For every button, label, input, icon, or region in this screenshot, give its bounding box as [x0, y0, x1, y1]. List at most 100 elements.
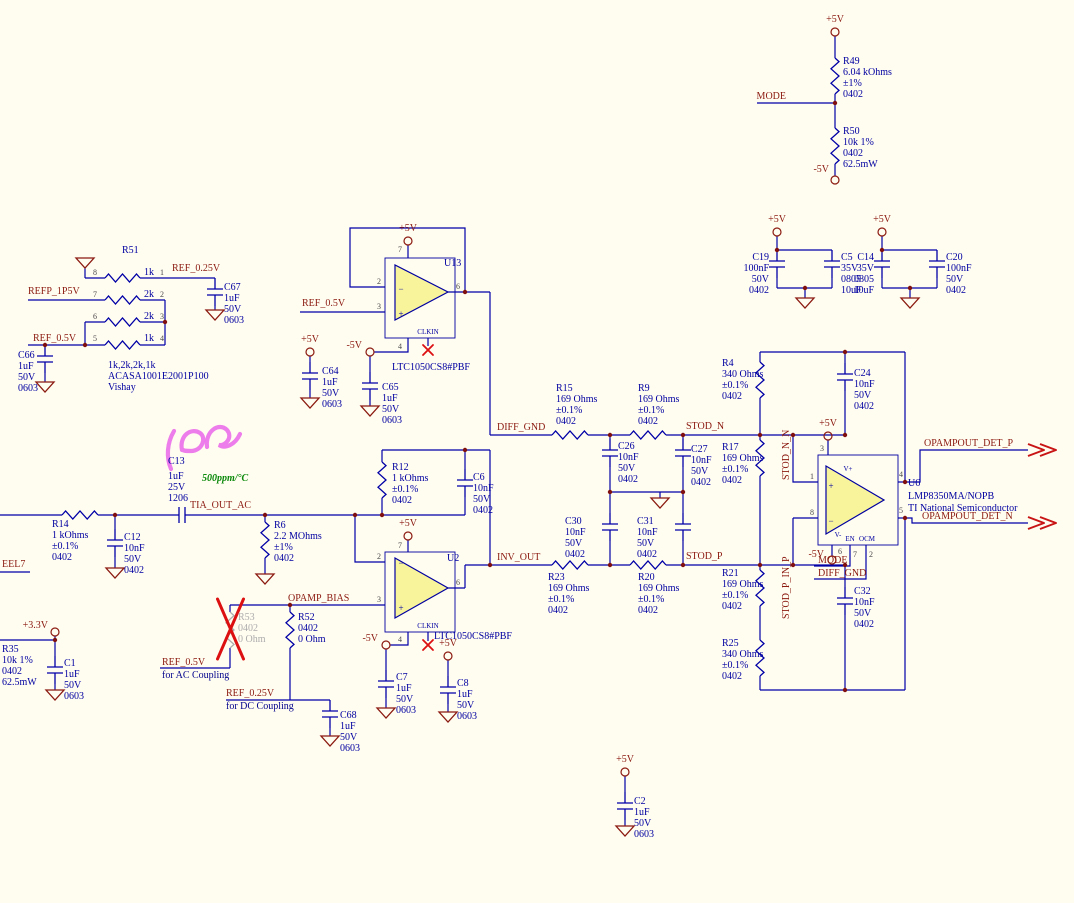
component-label: 1uF	[64, 669, 80, 680]
opamp-triangle-u13[interactable]	[394, 264, 450, 321]
capacitor-c6[interactable]	[457, 469, 473, 497]
component-label: U13	[444, 258, 461, 269]
component-label: C12	[124, 532, 141, 543]
ground-symbol	[359, 405, 381, 417]
junction-dot	[112, 512, 118, 518]
resistor-r17[interactable]	[755, 439, 765, 477]
resistor-r23[interactable]	[551, 560, 589, 570]
net-label-mode-u6: MODE	[818, 555, 847, 566]
component-label: 10nF	[565, 527, 586, 538]
net-label-diff-gnd-u6: DIFF_GND	[818, 568, 866, 579]
component-label: C68	[340, 710, 357, 721]
resistor-r6[interactable]	[260, 521, 270, 559]
pin-number: 7	[398, 245, 402, 254]
net-label-mode: MODE	[757, 91, 786, 102]
net-label-tia-out-ac: TIA_OUT_AC	[190, 500, 251, 511]
capacitor-c12[interactable]	[107, 529, 123, 557]
capacitor-c27[interactable]	[675, 439, 691, 467]
junction-dot	[52, 637, 58, 643]
green-note-500ppm: 500ppm/°C	[202, 473, 249, 484]
component-label: 0402	[473, 505, 493, 516]
junction-dot	[680, 432, 686, 438]
opamp-triangle-u2[interactable]	[394, 556, 450, 620]
net-label-eel7: EEL7	[2, 559, 25, 570]
resistor-r12[interactable]	[377, 461, 387, 499]
resistor-r51b[interactable]	[104, 295, 141, 305]
resistor-r14[interactable]	[61, 510, 99, 520]
capacitor-c1[interactable]	[47, 656, 63, 684]
resistor-r4[interactable]	[755, 361, 765, 399]
component-label: 50V	[396, 694, 414, 705]
wire	[390, 632, 409, 646]
pin-number: 4	[398, 635, 402, 644]
component-label: 0 Ohm	[298, 634, 326, 645]
opamp-triangle-u6[interactable]	[825, 464, 886, 536]
pin-number: 2	[377, 277, 381, 286]
pin-number: 8	[810, 508, 814, 517]
resistor-r53[interactable]	[225, 611, 235, 649]
junction-dot	[842, 687, 848, 693]
capacitor-c24[interactable]	[837, 363, 853, 391]
capacitor-c67[interactable]	[207, 278, 223, 306]
component-label: CLKIN	[417, 622, 438, 630]
net-label-ref-025v-dc: REF_0.25V	[226, 688, 275, 699]
wire	[905, 517, 1028, 524]
component-label: 100nF	[946, 263, 972, 274]
capacitor-c26[interactable]	[602, 439, 618, 467]
opamp-body-u13[interactable]	[384, 257, 456, 339]
component-label: U2	[447, 553, 459, 564]
net-label-stod-p: STOD_P	[686, 551, 723, 562]
capacitor-c68[interactable]	[322, 700, 338, 728]
wire	[349, 227, 466, 292]
capacitor-c31[interactable]	[675, 513, 691, 541]
capacitor-c14[interactable]	[874, 250, 890, 278]
resistor-r52[interactable]	[285, 611, 295, 649]
component-label: 50V	[752, 274, 770, 285]
capacitor-c5[interactable]	[824, 250, 840, 278]
resistor-r51d[interactable]	[104, 340, 141, 350]
component-label: EN	[845, 535, 854, 543]
component-label: C30	[565, 516, 582, 527]
capacitor-c20[interactable]	[929, 250, 945, 278]
component-label: 0603	[382, 415, 402, 426]
pin-number: 7	[93, 290, 97, 299]
power-symbol--5v	[830, 175, 840, 185]
resistor-r9[interactable]	[629, 430, 667, 440]
capacitor-c7[interactable]	[378, 670, 394, 698]
component-label: C2	[634, 796, 646, 807]
component-label: 169 Ohms	[548, 583, 590, 594]
capacitor-c19[interactable]	[769, 250, 785, 278]
resistor-r50[interactable]	[830, 127, 840, 165]
resistor-r20[interactable]	[629, 560, 667, 570]
capacitor-c64[interactable]	[302, 362, 318, 390]
capacitor-c13[interactable]	[168, 507, 196, 523]
capacitor-c8[interactable]	[440, 676, 456, 704]
component-label: 1uF	[168, 471, 184, 482]
ground-symbol	[34, 381, 56, 393]
resistor-r51a[interactable]	[104, 273, 141, 283]
opamp-body-u6[interactable]	[817, 454, 899, 546]
component-label: R49	[843, 56, 860, 67]
resistor-r49[interactable]	[830, 57, 840, 95]
resistor-r21[interactable]	[755, 569, 765, 607]
port-opampout-det-p[interactable]	[1027, 443, 1057, 457]
net-label-stod-n: STOD_N	[686, 421, 724, 432]
resistor-r15[interactable]	[551, 430, 589, 440]
capacitor-c30[interactable]	[602, 513, 618, 541]
capacitor-c32[interactable]	[837, 587, 853, 615]
junction-dot	[842, 432, 848, 438]
component-label: R53	[238, 612, 255, 623]
component-label: V-	[835, 531, 842, 539]
port-opampout-det-n[interactable]	[1027, 516, 1057, 530]
component-label: C64	[322, 366, 339, 377]
capacitor-c65[interactable]	[362, 372, 378, 400]
capacitor-c66[interactable]	[37, 345, 53, 373]
component-label: 0402	[722, 391, 742, 402]
junction-dot	[790, 432, 796, 438]
capacitor-c2[interactable]	[617, 792, 633, 820]
resistor-r51c[interactable]	[104, 317, 141, 327]
pin-number: 3	[820, 444, 824, 453]
resistor-r25[interactable]	[755, 639, 765, 677]
ground-symbol	[44, 689, 66, 701]
opamp-body-u2[interactable]	[384, 551, 456, 633]
